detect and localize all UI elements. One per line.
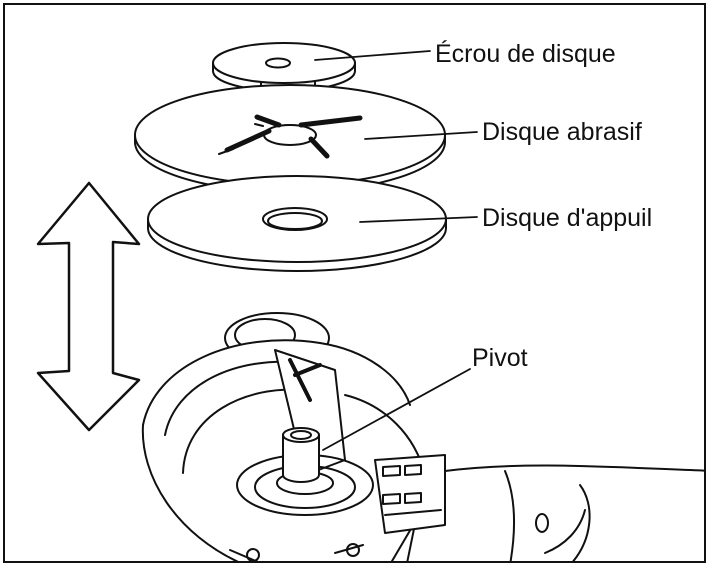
diagram-frame: Écrou de disque Disque abrasif Disque d'… xyxy=(3,3,706,563)
label-backing-pad: Disque d'appuil xyxy=(482,204,653,232)
assembly-diagram xyxy=(36,42,704,561)
leader-abrasive-disc xyxy=(364,131,478,140)
grinder-drawing xyxy=(141,312,704,561)
double-arrow-icon xyxy=(36,181,141,432)
leader-pivot xyxy=(322,368,471,451)
label-disc-nut: Écrou de disque xyxy=(435,40,616,68)
label-pivot: Pivot xyxy=(472,344,528,372)
leader-lines xyxy=(314,50,478,451)
backing-pad-drawing xyxy=(147,175,447,272)
leader-disc-nut xyxy=(314,50,431,61)
leader-backing-pad xyxy=(359,216,478,223)
label-abrasive-disc: Disque abrasif xyxy=(482,118,642,146)
